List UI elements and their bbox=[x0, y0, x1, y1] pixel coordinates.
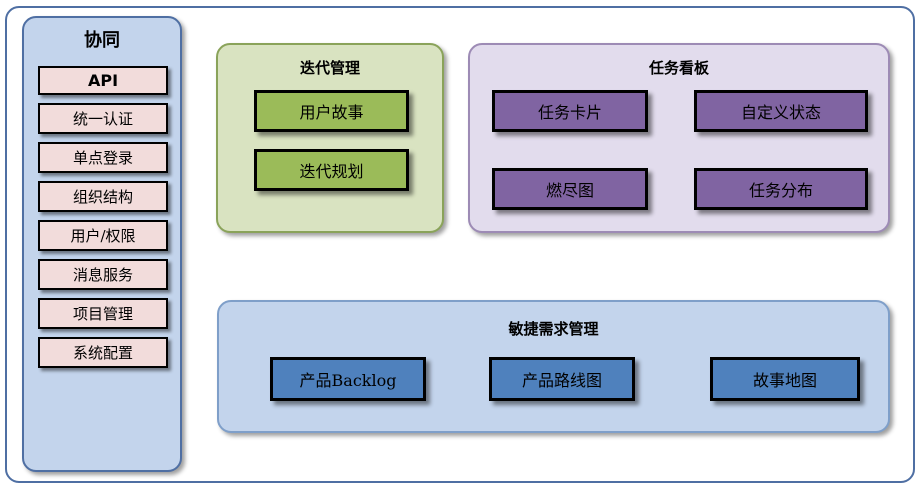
agile-item-product-roadmap[interactable]: 产品路线图 bbox=[489, 357, 635, 401]
iteration-item-iteration-planning[interactable]: 迭代规划 bbox=[254, 149, 409, 191]
sidebar-item-message-service[interactable]: 消息服务 bbox=[38, 259, 168, 290]
agile-item-product-backlog[interactable]: 产品Backlog bbox=[270, 357, 426, 401]
sidebar-item-single-sign-on[interactable]: 单点登录 bbox=[38, 142, 168, 173]
outer-frame bbox=[5, 6, 915, 483]
panel-agile-requirements[interactable]: 敏捷需求管理 产品Backlog 产品路线图 故事地图 bbox=[217, 300, 890, 433]
taskboard-item-custom-status[interactable]: 自定义状态 bbox=[694, 90, 868, 132]
sidebar-item-api[interactable]: API bbox=[38, 66, 168, 95]
panel-collaboration[interactable]: 协同 API 统一认证 单点登录 组织结构 用户/权限 消息服务 项目管理 系统… bbox=[22, 16, 182, 472]
agile-item-story-map[interactable]: 故事地图 bbox=[710, 357, 860, 401]
taskboard-item-task-distribution[interactable]: 任务分布 bbox=[694, 168, 868, 210]
sidebar-item-system-config[interactable]: 系统配置 bbox=[38, 337, 168, 368]
panel-task-board[interactable]: 任务看板 任务卡片 自定义状态 燃尽图 任务分布 bbox=[468, 43, 890, 233]
iteration-item-user-story[interactable]: 用户故事 bbox=[254, 90, 409, 132]
taskboard-item-burndown-chart[interactable]: 燃尽图 bbox=[492, 168, 648, 210]
collaboration-item-list: API 统一认证 单点登录 组织结构 用户/权限 消息服务 项目管理 系统配置 bbox=[38, 66, 168, 376]
sidebar-item-user-permission[interactable]: 用户/权限 bbox=[38, 220, 168, 251]
panel-collaboration-title: 协同 bbox=[84, 30, 120, 51]
panel-iteration-management[interactable]: 迭代管理 用户故事 迭代规划 bbox=[216, 43, 444, 233]
sidebar-item-org-structure[interactable]: 组织结构 bbox=[38, 181, 168, 212]
panel-task-board-title: 任务看板 bbox=[648, 59, 709, 77]
panel-iteration-management-title: 迭代管理 bbox=[299, 59, 360, 77]
sidebar-item-project-management[interactable]: 项目管理 bbox=[38, 298, 168, 329]
taskboard-item-task-card[interactable]: 任务卡片 bbox=[492, 90, 648, 132]
sidebar-item-unified-auth[interactable]: 统一认证 bbox=[38, 103, 168, 134]
panel-agile-requirements-title: 敏捷需求管理 bbox=[508, 320, 599, 338]
